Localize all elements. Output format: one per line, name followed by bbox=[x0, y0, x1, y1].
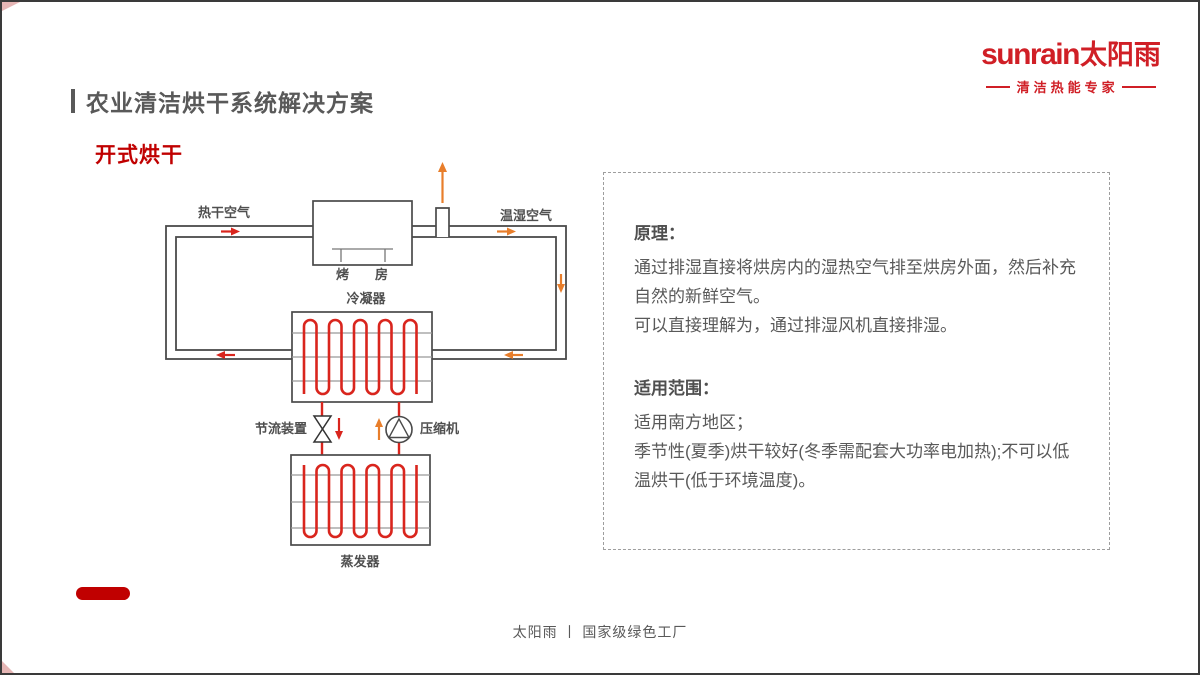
label-compressor: 压缩机 bbox=[420, 421, 459, 436]
principle-heading: 原理： bbox=[634, 224, 685, 243]
tagline-right-rule bbox=[1121, 85, 1156, 88]
airflow-arrow-top-right bbox=[497, 227, 516, 236]
scope-paragraph-2: 季节性(夏季)烘干较好(冬季需配套大功率电加热);不可以低温烘干(低于环境温度)… bbox=[634, 442, 1070, 490]
airflow-arrow-bottom-right bbox=[504, 351, 523, 359]
title-accent-bar bbox=[71, 89, 75, 113]
page-title-text: 农业清洁烘干系统解决方案 bbox=[86, 90, 374, 116]
open-drying-schematic: 热干空气 温湿空气 烤 房 冷凝器 节流装置 压缩机 蒸发器 bbox=[165, 162, 567, 569]
evaporator-coil bbox=[302, 463, 418, 539]
scope-heading: 适用范围： bbox=[634, 379, 719, 398]
evaporator-fins bbox=[291, 474, 430, 529]
logo-cjk-text: 太阳雨 bbox=[1079, 40, 1161, 70]
valve-down-arrow bbox=[335, 418, 343, 440]
page-title: 农业清洁烘干系统解决方案 bbox=[71, 84, 374, 118]
description-panel: 原理： 通过排湿直接将烘房内的湿热空气排至烘房外面，然后补充自然的新鲜空气。 可… bbox=[603, 172, 1110, 550]
evaporator-box bbox=[290, 454, 431, 546]
exhaust-up-arrow bbox=[438, 162, 447, 203]
throttle-valve bbox=[312, 415, 333, 443]
footer-text: 太阳雨 丨 国家级绿色工厂 bbox=[512, 624, 688, 640]
drying-room-rack bbox=[332, 248, 393, 262]
condenser-coil bbox=[302, 318, 418, 396]
label-drying-room: 烤 房 bbox=[336, 267, 388, 282]
tagline-left-rule bbox=[986, 85, 1010, 88]
corner-decoration-top-left bbox=[2, 2, 20, 11]
airflow-arrow-bottom-left bbox=[216, 351, 235, 359]
compressor-up-arrow bbox=[375, 418, 383, 440]
principle-paragraph-1: 通过排湿直接将烘房内的湿热空气排至烘房外面，然后补充自然的新鲜空气。 bbox=[634, 258, 1076, 306]
brand-logo: sunrain 太阳雨 清洁热能专家 bbox=[981, 40, 1161, 96]
red-pill-decoration bbox=[76, 587, 130, 600]
logo-tagline: 清洁热能专家 bbox=[1016, 80, 1119, 95]
label-condenser: 冷凝器 bbox=[346, 291, 386, 306]
compressor-symbol bbox=[385, 415, 413, 444]
section-title: 开式烘干 bbox=[95, 144, 183, 167]
label-throttle-device: 节流装置 bbox=[255, 421, 307, 436]
airflow-arrow-top-left bbox=[221, 227, 240, 236]
scope-paragraph-1: 适用南方地区； bbox=[634, 413, 753, 432]
exhaust-chimney bbox=[435, 207, 450, 237]
label-evaporator: 蒸发器 bbox=[340, 554, 380, 569]
airflow-arrow-right-down bbox=[557, 274, 565, 293]
logo-latin-text: sunrain bbox=[981, 38, 1080, 71]
refrigerant-pipes bbox=[320, 402, 401, 455]
label-hot-dry-air: 热干空气 bbox=[198, 205, 250, 220]
corner-decoration-bottom-left bbox=[2, 661, 14, 673]
label-warm-humid-air: 温湿空气 bbox=[500, 208, 552, 223]
drying-room-box bbox=[312, 200, 413, 266]
principle-paragraph-2: 可以直接理解为，通过排湿风机直接排湿。 bbox=[634, 316, 957, 335]
